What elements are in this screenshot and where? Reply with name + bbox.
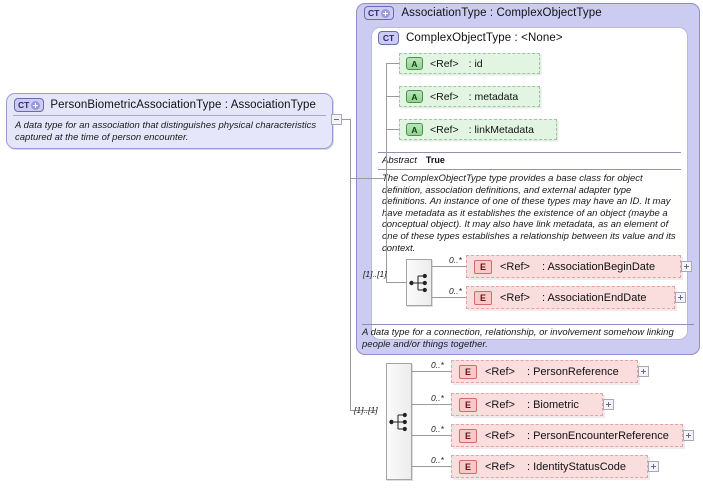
element-icon: E	[474, 259, 492, 274]
branch-to-complex-object-type	[350, 178, 386, 179]
sequence-icon[interactable]	[386, 363, 412, 480]
main-branch-stub	[342, 119, 350, 120]
complex-object-type-title: ComplexObjectType : <None>	[406, 32, 563, 44]
attribute-icon: A	[406, 90, 423, 103]
left-type-documentation: A data type for an association that dist…	[15, 120, 317, 143]
outer-branch-identitystatuscode	[412, 466, 451, 467]
element-row-associationbegindate[interactable]: E <Ref> : AssociationBeginDate	[466, 255, 681, 278]
element-row-biometric[interactable]: E <Ref> : Biometric	[451, 393, 603, 416]
divider	[13, 115, 326, 116]
association-type-documentation: A data type for a connection, relationsh…	[362, 327, 674, 350]
expand-button-identitystatuscode[interactable]	[648, 461, 659, 472]
element-ref: <Ref>	[485, 398, 515, 411]
abstract-label: Abstract	[382, 155, 417, 166]
element-name: : IdentityStatusCode	[526, 460, 627, 473]
expand-button-personreference[interactable]	[638, 366, 649, 377]
attribute-name: : linkMetadata	[468, 123, 534, 136]
expand-button-associationenddate[interactable]	[675, 292, 686, 303]
branch-to-outer-sequence	[350, 410, 377, 411]
element-ref: <Ref>	[500, 291, 530, 304]
element-ref: <Ref>	[485, 460, 515, 473]
element-row-identitystatuscode[interactable]: E <Ref> : IdentityStatusCode	[451, 455, 648, 478]
element-ref: <Ref>	[500, 260, 530, 273]
abstract-value: True	[425, 155, 445, 165]
abstract-documentation-panel: Abstract True The ComplexObjectType type…	[378, 152, 681, 254]
outer-sequence-cardinality: [1]..[1]	[354, 405, 378, 415]
occurrence-biometric: 0..*	[431, 393, 444, 403]
person-biometric-association-type-box[interactable]: CT PersonBiometricAssociationType : Asso…	[6, 93, 333, 149]
attribute-ref: <Ref>	[430, 90, 459, 103]
element-row-personreference[interactable]: E <Ref> : PersonReference	[451, 360, 638, 383]
element-icon: E	[474, 290, 492, 305]
attr-branch-linkmetadata	[386, 129, 399, 130]
divider	[378, 152, 681, 153]
element-name: : AssociationBeginDate	[541, 260, 656, 273]
element-ref: <Ref>	[485, 365, 515, 378]
element-icon: E	[459, 459, 477, 474]
element-ref: <Ref>	[485, 429, 515, 442]
attr-branch-metadata	[386, 96, 399, 97]
element-icon: E	[459, 397, 477, 412]
main-branch-trunk	[350, 119, 351, 410]
element-name: : PersonReference	[526, 365, 619, 378]
outer-branch-personencounterreference	[412, 435, 451, 436]
inner-sequence-cardinality: [1]..[1]	[363, 269, 387, 279]
collapse-button-left-type[interactable]	[331, 114, 342, 125]
attribute-ref: <Ref>	[430, 57, 459, 70]
divider	[362, 324, 694, 325]
inner-branch-enddate	[432, 297, 466, 298]
plus-sign-icon	[381, 8, 391, 18]
attribute-row-linkmetadata[interactable]: A <Ref> : linkMetadata	[399, 119, 557, 140]
occurrence-enddate: 0..*	[449, 286, 462, 296]
attribute-row-metadata[interactable]: A <Ref> : metadata	[399, 86, 540, 107]
badge-text: CT	[18, 99, 30, 110]
attr-branch-id	[386, 63, 399, 64]
complex-object-type-header: CT ComplexObjectType : <None>	[378, 31, 563, 45]
element-icon: E	[459, 428, 477, 443]
sequence-glyph	[389, 412, 407, 431]
element-row-personencounterreference[interactable]: E <Ref> : PersonEncounterReference	[451, 424, 683, 447]
sequence-icon[interactable]	[406, 259, 432, 306]
inner-branch-begindate	[432, 266, 466, 267]
element-row-associationenddate[interactable]: E <Ref> : AssociationEndDate	[466, 286, 675, 309]
complex-object-type-documentation: The ComplexObjectType type provides a ba…	[382, 173, 676, 254]
element-name: : AssociationEndDate	[541, 291, 647, 304]
divider	[378, 169, 681, 170]
abstract-row: Abstract True	[378, 153, 681, 169]
attribute-icon: A	[406, 57, 423, 70]
element-icon: E	[459, 364, 477, 379]
element-name: : PersonEncounterReference	[526, 429, 669, 442]
badge-text: CT	[382, 32, 395, 43]
attribute-ref: <Ref>	[430, 123, 459, 136]
occurrence-identitystatuscode: 0..*	[431, 455, 444, 465]
inner-seq-inlet	[386, 282, 406, 283]
complex-type-icon[interactable]: CT	[378, 31, 399, 45]
expand-button-associationbegindate[interactable]	[681, 261, 692, 272]
attribute-name: : metadata	[468, 90, 519, 103]
element-name: : Biometric	[526, 398, 579, 411]
expand-button-personencounterreference[interactable]	[683, 430, 694, 441]
outer-branch-biometric	[412, 404, 451, 405]
outer-branch-personreference	[412, 371, 451, 372]
complex-type-expand-icon[interactable]: CT	[364, 6, 395, 20]
association-type-title: AssociationType : ComplexObjectType	[401, 7, 602, 19]
occurrence-begindate: 0..*	[449, 255, 462, 265]
complex-type-expand-icon[interactable]: CT	[14, 98, 45, 112]
attribute-row-id[interactable]: A <Ref> : id	[399, 53, 540, 74]
left-type-header: CT PersonBiometricAssociationType : Asso…	[7, 94, 332, 115]
occurrence-personencounterreference: 0..*	[431, 424, 444, 434]
plus-sign-icon	[31, 100, 41, 110]
occurrence-personreference: 0..*	[431, 360, 444, 370]
association-type-header: CT AssociationType : ComplexObjectType	[364, 6, 602, 20]
page-title: PersonBiometricAssociationType : Associa…	[50, 99, 316, 111]
attribute-icon: A	[406, 123, 423, 136]
sequence-glyph	[409, 273, 427, 292]
badge-text: CT	[368, 7, 380, 18]
inner-seq-trunk	[386, 129, 387, 283]
attribute-name: : id	[468, 57, 483, 70]
expand-button-biometric[interactable]	[603, 399, 614, 410]
